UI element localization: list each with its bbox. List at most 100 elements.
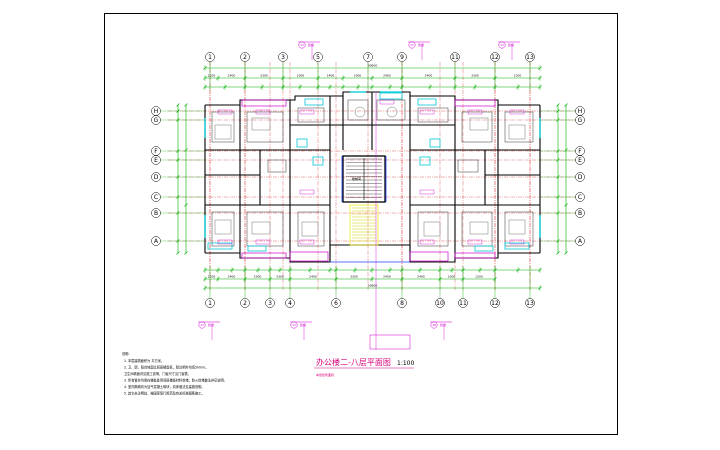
- axis-bubble-bottom: 3: [265, 298, 275, 308]
- axis-label: 2: [243, 54, 247, 61]
- dimension-label: 2400: [228, 74, 236, 78]
- note-line: 卫生间墙面详见施工说明，门窗尺寸见门窗表。: [124, 371, 191, 376]
- highlighted-segments: [330, 156, 410, 263]
- axis-bubble-top: 5: [313, 52, 323, 62]
- partition-walls: [211, 99, 534, 247]
- axis-label: 13: [526, 300, 534, 307]
- drawing-scale: 1:100: [397, 360, 414, 367]
- dimension-label: 1200: [475, 275, 483, 279]
- dimension-label: 3300: [350, 275, 358, 279]
- axis-label: F: [154, 148, 158, 155]
- axis-label: 12: [491, 300, 499, 307]
- dimension-label: 3300: [297, 74, 305, 78]
- axis-bubble-right: D: [575, 172, 585, 182]
- axis-bubble-top: 2: [240, 52, 250, 62]
- axis-label: 11: [451, 54, 459, 61]
- detail-number: 18: [432, 323, 436, 327]
- dimension-label: 2400: [309, 275, 317, 279]
- dimension-label: 3300: [260, 74, 268, 78]
- dimension-label: 30800: [368, 64, 378, 68]
- outer-wall-bottom: [205, 244, 540, 263]
- sanitary-fixtures: [207, 92, 530, 252]
- note-line: 3. 所有管井均需在楼板处用同层楼板材料封堵，防火封堵做法详见说明。: [124, 378, 227, 383]
- axis-label: G: [154, 117, 159, 124]
- axis-bubble-left: B: [151, 208, 161, 218]
- axis-label: 8: [400, 300, 404, 307]
- axis-label: B: [154, 210, 158, 217]
- detail-number: 17: [410, 43, 414, 47]
- dimension-label: 1200: [514, 74, 522, 78]
- dimension-label: 2400: [327, 74, 335, 78]
- dimension-label: 2400: [417, 275, 425, 279]
- stair-core: 楼梯间: [342, 155, 386, 246]
- axis-bubble-left: A: [151, 236, 161, 246]
- axis-label: A: [578, 238, 583, 245]
- axis-label: D: [578, 174, 583, 181]
- detail-number: 17: [200, 323, 204, 327]
- axis-label: A: [154, 238, 159, 245]
- dimension-label: 3300: [354, 74, 362, 78]
- axis-label: C: [154, 194, 158, 201]
- axis-bubble-right: H: [575, 106, 585, 116]
- axis-bubble-left: F: [151, 146, 161, 156]
- note-line: 1. 本层建筑面积为 平方米。: [124, 358, 164, 363]
- axis-label: 9: [400, 54, 404, 61]
- axis-bubble-bottom: 1: [205, 298, 215, 308]
- axis-label: D: [154, 174, 159, 181]
- axis-bubble-bottom: 8: [397, 298, 407, 308]
- axis-bubble-top: 9: [397, 52, 407, 62]
- axis-label: 1: [208, 300, 212, 307]
- note-line: 2. 卫、厨、阳台地面比同层楼面低，除注明外均低50mm。: [124, 365, 208, 370]
- axis-bubble-top: 3: [278, 52, 288, 62]
- detail-number: 17: [292, 323, 296, 327]
- axis-label: 5: [316, 54, 320, 61]
- axis-bubble-left: D: [151, 172, 161, 182]
- note-line: 4. 室内隔墙均为加气混凝土砌块，具体做法见建施说明。: [124, 384, 205, 389]
- axis-bubble-top: 13: [525, 52, 535, 62]
- detail-sheet: 建施: [508, 42, 514, 47]
- windows: [204, 91, 541, 238]
- drawing-subtitle: 本层建筑面积：: [316, 372, 337, 377]
- axis-bubble-left: C: [151, 192, 161, 202]
- dimension-label: 2400: [228, 275, 236, 279]
- detail-sheet: 建施: [418, 42, 424, 47]
- axis-bubble-right: E: [575, 155, 585, 165]
- axis-bubble-right: A: [575, 236, 585, 246]
- axis-label: 1: [208, 54, 212, 61]
- detail-sheet: 建施: [308, 42, 314, 47]
- dimension-lines: 30800 1200 2400 3300 3300 2400 3300 2400 2400 330…: [176, 64, 568, 291]
- axis-bubble-right: B: [575, 208, 585, 218]
- axis-bubble-left: H: [151, 106, 161, 116]
- axis-label: F: [578, 148, 582, 155]
- axis-label: E: [154, 157, 158, 164]
- axis-bubble-top: 11: [450, 52, 460, 62]
- axis-bubbles-right: HG FE D CB A: [540, 106, 585, 246]
- dimension-label: 3300: [276, 275, 284, 279]
- dimension-label: 3300: [254, 275, 262, 279]
- room-tags: [217, 99, 525, 245]
- axis-bubble-right: G: [575, 115, 585, 125]
- notes-heading: 说明:: [122, 351, 129, 356]
- axis-bubble-bottom: 4: [285, 298, 295, 308]
- axis-bubble-left: E: [151, 155, 161, 165]
- dimension-label: 2400: [425, 74, 433, 78]
- axis-label: 3: [268, 300, 272, 307]
- axis-label: 12: [491, 54, 499, 61]
- dimension-label: 1200: [208, 74, 216, 78]
- axis-label: 6: [334, 300, 338, 307]
- dimension-label: 30800: [368, 284, 378, 288]
- axis-label: H: [154, 108, 159, 115]
- axis-label: G: [578, 117, 583, 124]
- dimension-label: 2400: [383, 275, 391, 279]
- axis-bubble-bottom: 6: [331, 298, 341, 308]
- axis-bubble-right: C: [575, 192, 585, 202]
- axis-bubble-left: G: [151, 115, 161, 125]
- axis-bubble-top: 12: [490, 52, 500, 62]
